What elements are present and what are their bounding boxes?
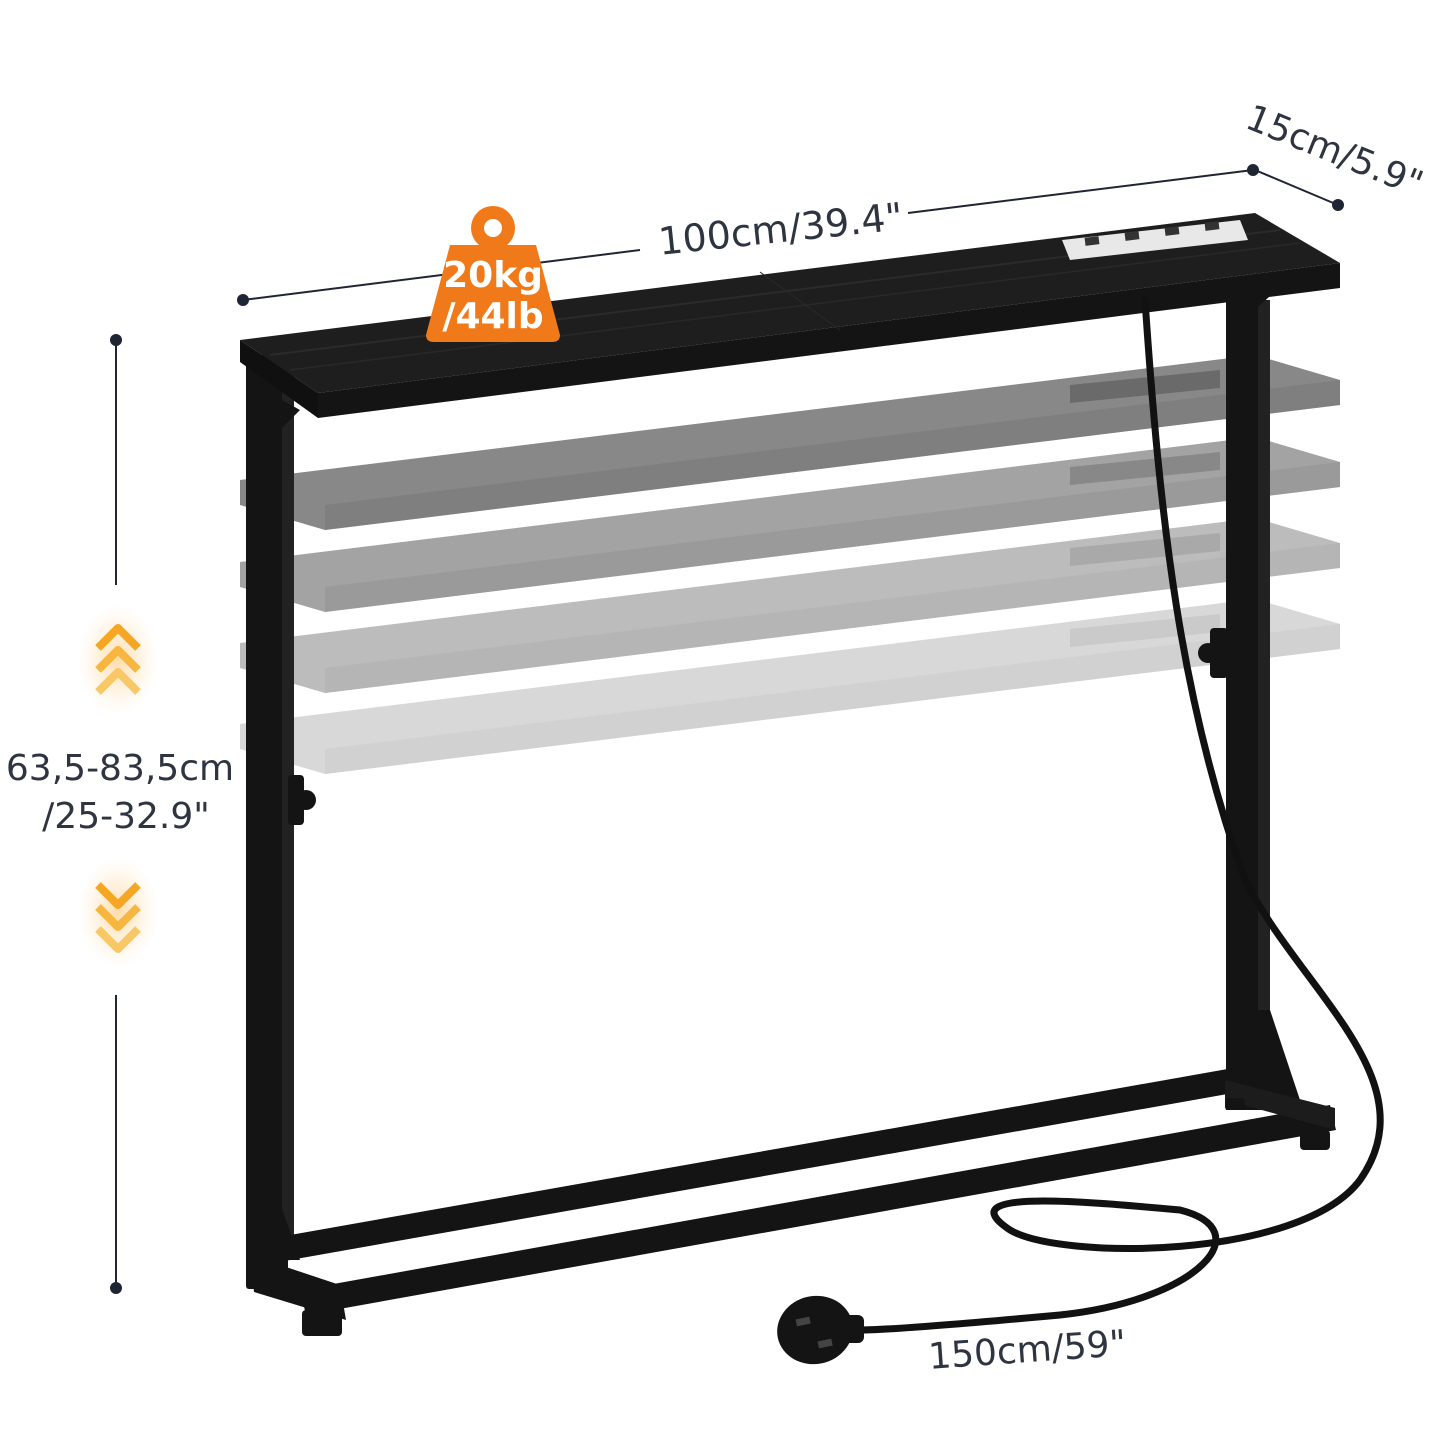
width-dimension-line — [237, 164, 1259, 306]
width-label: 100cm/39.4" — [656, 194, 905, 263]
table-frame — [246, 290, 1336, 1336]
weight-icon — [426, 206, 560, 342]
left-front-leg — [246, 355, 288, 1285]
double-chevron-up-icon — [78, 605, 158, 715]
cable-length-label: 150cm/59" — [927, 1323, 1127, 1378]
height-label-line1: 63,5-83,5cm — [6, 748, 234, 789]
uk-plug-icon — [777, 1295, 864, 1365]
depth-label: 15cm/5.9" — [1240, 97, 1428, 205]
double-chevron-down-icon — [78, 857, 158, 967]
power-strip — [1062, 220, 1248, 260]
ghost-shelf-2 — [240, 437, 1340, 612]
right-height-knob — [1198, 628, 1228, 678]
load-badge-line2: /44lb — [442, 296, 543, 337]
tabletop — [240, 213, 1340, 418]
left-height-knob — [288, 775, 316, 825]
ghost-shelf-1 — [240, 355, 1340, 530]
depth-dimension-line — [1254, 169, 1344, 211]
power-cable — [856, 296, 1384, 1334]
ghost-shelf-3 — [240, 518, 1340, 693]
height-label-line2: /25-32.9" — [42, 796, 210, 837]
load-badge-line1: 20kg — [443, 255, 543, 296]
height-dimension-line — [110, 334, 122, 1294]
